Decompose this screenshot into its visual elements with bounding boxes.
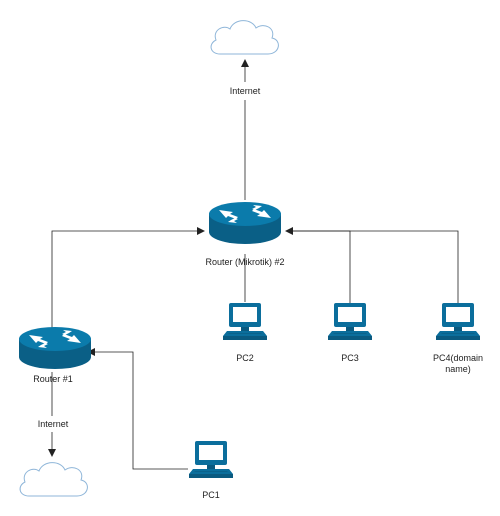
pc-2-label: PC2 (236, 353, 254, 363)
pc-3-label: PC3 (341, 353, 359, 363)
router-2-label: Router (Mikrotik) #2 (205, 257, 284, 267)
connector-pc1-router1 (87, 348, 188, 470)
cloud-icon (210, 20, 279, 55)
edge-label-internet-top: Internet (230, 86, 261, 96)
pc-4-label-line1: PC4(domain (433, 353, 483, 363)
pc-3[interactable]: PC3 (328, 303, 372, 363)
connector-pc3-router2 (286, 230, 351, 303)
edge-label-internet-bottom: Internet (38, 419, 69, 429)
pc-4-label-line2: name) (445, 364, 471, 374)
router-icon (209, 202, 281, 244)
desktop-computer-icon (223, 303, 267, 340)
pc-1-label: PC1 (202, 490, 220, 500)
desktop-computer-icon (436, 303, 480, 340)
router-2[interactable]: Router (Mikrotik) #2 (205, 202, 285, 267)
pc-4[interactable]: PC4(domain name) (433, 303, 483, 374)
desktop-computer-icon (189, 441, 233, 478)
router-icon (19, 327, 91, 369)
connector-router1-router2 (51, 227, 205, 328)
desktop-computer-icon (328, 303, 372, 340)
router-1[interactable]: Router #1 (19, 327, 91, 384)
cloud-icon (19, 462, 88, 497)
pc-1[interactable]: PC1 (189, 441, 233, 500)
router-1-label: Router #1 (33, 374, 73, 384)
pc-2[interactable]: PC2 (223, 303, 267, 363)
connector-pc4-router2 (285, 227, 459, 303)
